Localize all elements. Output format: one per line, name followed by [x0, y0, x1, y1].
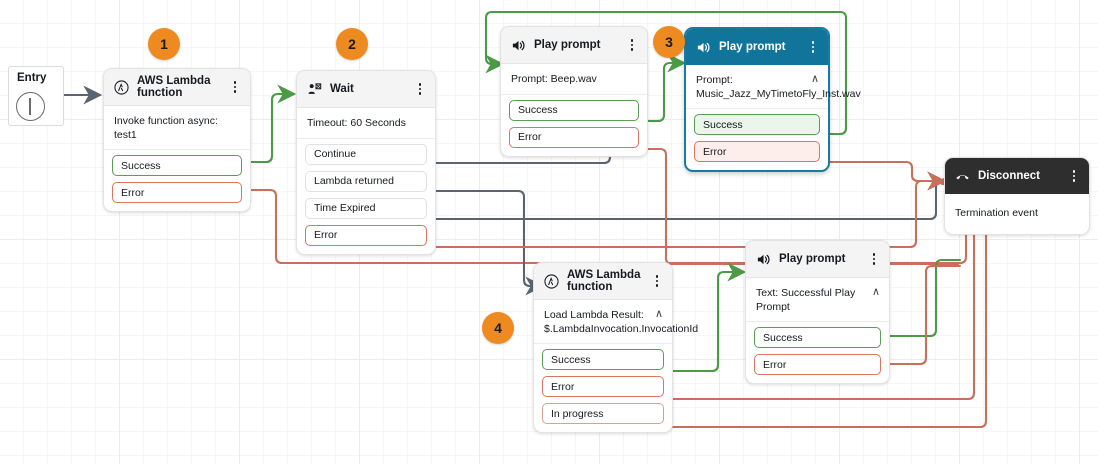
node-header: Play prompt — [686, 29, 828, 65]
speaker-icon — [755, 251, 772, 268]
node-menu-icon[interactable] — [414, 83, 426, 95]
port-error[interactable]: Error — [754, 354, 881, 375]
node-body-text: Invoke function async: test1 — [114, 115, 218, 141]
node-body-text: Prompt: Music_Jazz_MyTimetoFly_Inst.wav — [696, 74, 861, 100]
node-ports: Success Error — [104, 150, 250, 211]
port-lambda-returned[interactable]: Lambda returned — [305, 170, 427, 192]
entry-point-icon — [16, 92, 45, 121]
node-wait[interactable]: Wait Timeout: 60 Seconds Continue Lambda… — [296, 70, 436, 255]
node-title: Wait — [330, 82, 354, 95]
port-success[interactable]: Success — [509, 99, 639, 121]
port-error[interactable]: Error — [112, 182, 242, 203]
node-menu-icon[interactable] — [229, 81, 241, 93]
node-menu-icon[interactable] — [868, 253, 880, 265]
node-aws-lambda-function-2[interactable]: AWS Lambda function Load Lambda Result: … — [533, 262, 698, 433]
node-title: Play prompt — [534, 38, 601, 51]
node-play-prompt-text[interactable]: Play prompt Text: Successful Play Prompt… — [745, 240, 890, 384]
node-title: AWS Lambda function — [567, 268, 641, 294]
node-header: Play prompt — [746, 241, 889, 278]
port-continue[interactable]: Continue — [305, 143, 427, 165]
port-error[interactable]: Error — [694, 141, 820, 162]
node-body-text: Termination event — [955, 207, 1038, 219]
port-success[interactable]: Success — [754, 327, 881, 348]
port-success[interactable]: Success — [694, 114, 820, 135]
node-title: Disconnect — [978, 169, 1040, 182]
collapse-caret-icon[interactable]: ∧ — [871, 286, 880, 298]
node-play-prompt-beep[interactable]: Play prompt Prompt: Beep.wav Success Err… — [500, 26, 648, 157]
aws-lambda-icon — [543, 273, 560, 290]
node-play-prompt-music-selected[interactable]: Play prompt Prompt: Music_Jazz_MyTimetoF… — [684, 27, 861, 172]
node-body: Termination event — [945, 194, 1089, 234]
node-title: Play prompt — [779, 252, 846, 265]
node-menu-icon[interactable] — [626, 39, 638, 51]
node-header: Wait — [297, 71, 435, 108]
node-body: Invoke function async: test1 — [104, 106, 250, 150]
phone-hangup-icon — [954, 168, 971, 185]
node-body-text: Prompt: Beep.wav — [511, 73, 597, 85]
collapse-caret-icon[interactable]: ∧ — [654, 308, 663, 320]
node-ports: Success Error In progress — [534, 344, 672, 432]
step-badge-2: 2 — [336, 28, 368, 60]
node-body: Text: Successful Play Prompt ∧ — [746, 278, 889, 322]
wait-person-clock-icon — [306, 81, 323, 98]
step-badge-4: 4 — [482, 312, 514, 344]
entry-point-node[interactable]: Entry — [8, 66, 64, 126]
node-menu-icon[interactable] — [651, 275, 663, 287]
aws-lambda-icon — [113, 79, 130, 96]
node-body: Load Lambda Result: $.LambdaInvocation.I… — [534, 300, 698, 344]
node-ports: Success Error — [686, 109, 828, 170]
node-body-text: Text: Successful Play Prompt — [756, 287, 856, 313]
node-title: Play prompt — [719, 40, 786, 53]
port-success[interactable]: Success — [542, 349, 664, 370]
collapse-caret-icon[interactable]: ∧ — [810, 73, 819, 85]
node-ports: Success Error — [501, 95, 647, 156]
node-body: Prompt: Beep.wav — [501, 64, 647, 95]
node-ports: Continue Lambda returned Time Expired Er… — [297, 139, 435, 254]
port-error[interactable]: Error — [509, 126, 639, 148]
node-title: AWS Lambda function — [137, 74, 211, 100]
node-header: Play prompt — [501, 27, 647, 64]
node-menu-icon[interactable] — [1068, 170, 1080, 182]
port-error[interactable]: Error — [542, 376, 664, 397]
step-badge-1: 1 — [148, 28, 180, 60]
node-body-text: Load Lambda Result: $.LambdaInvocation.I… — [544, 309, 699, 335]
port-time-expired[interactable]: Time Expired — [305, 197, 427, 219]
port-success[interactable]: Success — [112, 155, 242, 176]
node-header: AWS Lambda function — [534, 263, 672, 300]
node-aws-lambda-function-1[interactable]: AWS Lambda function Invoke function asyn… — [103, 68, 251, 212]
step-badge-3: 3 — [653, 26, 685, 58]
node-ports: Success Error — [746, 322, 889, 383]
node-body: Timeout: 60 Seconds — [297, 108, 435, 139]
node-disconnect[interactable]: Disconnect Termination event — [944, 157, 1090, 235]
entry-label: Entry — [17, 72, 47, 84]
port-in-progress[interactable]: In progress — [542, 403, 664, 424]
speaker-icon — [695, 39, 712, 56]
node-header: Disconnect — [945, 158, 1089, 194]
node-menu-icon[interactable] — [807, 41, 819, 53]
node-body-text: Timeout: 60 Seconds — [307, 117, 406, 129]
port-error[interactable]: Error — [305, 224, 427, 246]
speaker-icon — [510, 37, 527, 54]
node-header: AWS Lambda function — [104, 69, 250, 106]
node-body: Prompt: Music_Jazz_MyTimetoFly_Inst.wav … — [686, 65, 861, 109]
